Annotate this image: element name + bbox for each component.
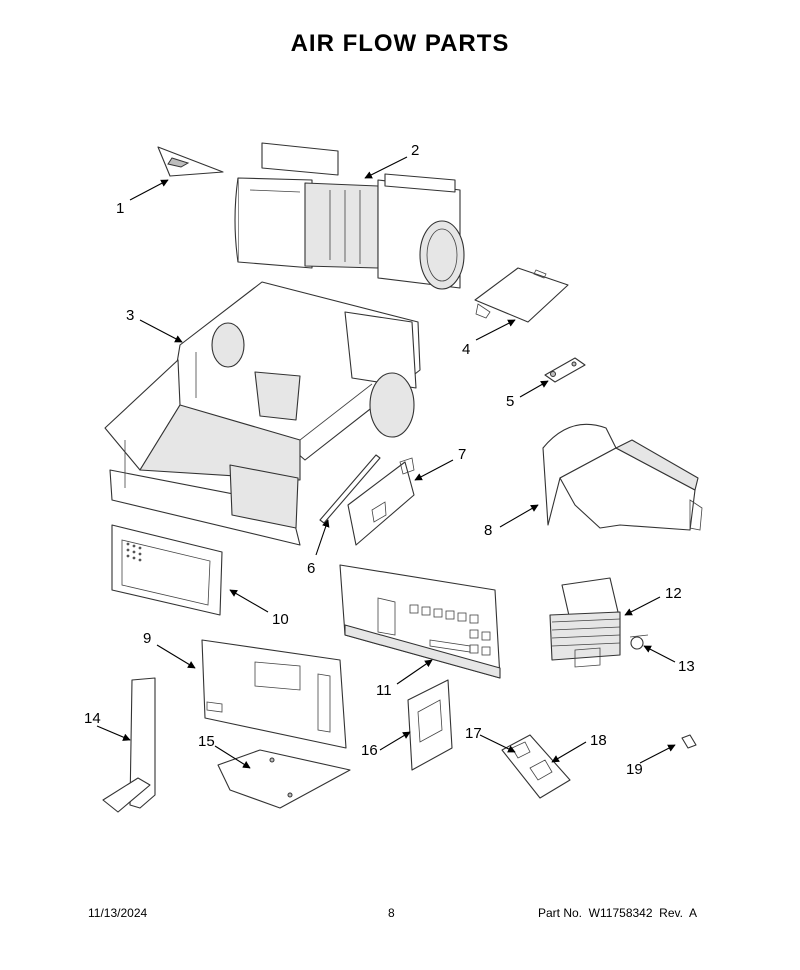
part-11-vented-plate[interactable] — [339, 564, 501, 679]
part-19-pin[interactable] — [681, 734, 697, 749]
callout-19: 19 — [626, 761, 643, 778]
callout-2: 2 — [411, 142, 419, 159]
part-3-air-duct-housing[interactable] — [104, 281, 421, 546]
callout-4: 4 — [462, 341, 470, 358]
callout-16: 16 — [361, 742, 378, 759]
callout-9: 9 — [143, 630, 151, 647]
footer-part-number: Part No. W11758342 Rev. A — [538, 906, 697, 920]
callout-6: 6 — [307, 560, 315, 577]
callout-8: 8 — [484, 522, 492, 539]
callout-1: 1 — [116, 200, 124, 217]
part-4-cover-plate[interactable] — [474, 267, 569, 323]
part-12-transformer[interactable] — [549, 577, 621, 668]
part-17-18-board-clip[interactable] — [501, 734, 571, 799]
leader-lines — [96, 156, 676, 769]
callout-15: 15 — [198, 733, 215, 750]
part-13-thermal-fuse[interactable] — [629, 634, 649, 650]
part-2-blower-motor[interactable] — [234, 142, 465, 290]
footer-page-number: 8 — [388, 906, 395, 920]
callout-numbers: 1 2 3 4 5 6 7 8 9 10 11 12 13 14 15 16 1… — [84, 142, 695, 778]
part-14-vertical-bracket[interactable] — [102, 677, 156, 813]
part-5-bracket[interactable] — [544, 357, 586, 383]
part-8-vent-duct[interactable] — [542, 423, 703, 531]
callout-7: 7 — [458, 446, 466, 463]
part-7-mounting-bracket[interactable] — [347, 457, 415, 546]
callout-13: 13 — [678, 658, 695, 675]
callout-10: 10 — [272, 611, 289, 628]
callout-18: 18 — [590, 732, 607, 749]
callout-12: 12 — [665, 585, 682, 602]
callout-5: 5 — [506, 393, 514, 410]
callout-11: 11 — [376, 682, 392, 699]
footer-date: 11/13/2024 — [88, 906, 148, 920]
page-title: AIR FLOW PARTS — [290, 30, 510, 57]
callout-3: 3 — [126, 307, 134, 324]
part-10-grille-panel[interactable] — [111, 524, 223, 616]
part-1-label-tag[interactable] — [157, 146, 224, 177]
callout-14: 14 — [84, 710, 101, 727]
part-15-base-plate[interactable] — [217, 749, 351, 809]
callout-17: 17 — [465, 725, 482, 742]
part-9-metal-panel[interactable] — [201, 639, 347, 749]
part-16-door-bracket[interactable] — [407, 679, 453, 771]
